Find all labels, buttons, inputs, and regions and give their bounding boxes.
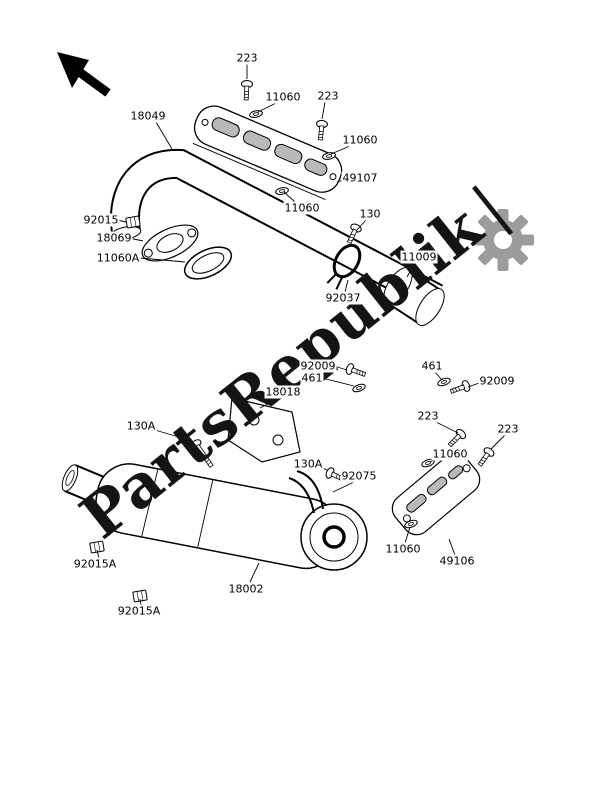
part-number-label: 92037 (324, 291, 362, 305)
part-number-label: 11060 (431, 447, 469, 461)
part-muffler-body-18002 (61, 463, 368, 571)
part-number-label: 92015A (72, 557, 118, 571)
part-number-label: 11060 (384, 542, 422, 556)
gear-icon (472, 209, 534, 271)
part-number-label: 92075 (340, 469, 378, 483)
part-number-label: 11060A (95, 251, 141, 265)
part-heat-shield-49107 (192, 105, 343, 200)
part-number-label: 130 (358, 207, 382, 221)
part-number-label: 11009 (400, 250, 438, 264)
part-number-label: 11060 (341, 133, 379, 147)
part-number-label: 223 (416, 409, 440, 423)
part-connector-sleeve-11009 (383, 267, 445, 326)
part-number-label: 461 (300, 371, 324, 385)
part-side-cover-49106 (391, 452, 481, 536)
part-number-label: 223 (496, 422, 520, 436)
part-number-label: 11060 (283, 201, 321, 215)
part-number-label: 461 (420, 359, 444, 373)
part-number-label: 223 (316, 89, 340, 103)
part-clamp-92037 (326, 243, 362, 290)
part-number-label: 92009 (299, 359, 337, 373)
part-strap-92075 (288, 470, 324, 514)
part-number-label: 92009 (478, 374, 516, 388)
part-number-label: 49107 (341, 171, 379, 185)
part-number-label: 18049 (129, 109, 167, 123)
part-number-label: 18018 (264, 385, 302, 399)
part-number-label: 130A (292, 457, 324, 471)
part-number-label: 223 (235, 51, 259, 65)
part-number-label: 18069 (95, 231, 133, 245)
part-flange-gasket-18069 (141, 224, 199, 262)
part-number-label: 49106 (438, 554, 476, 568)
part-number-label: 92015A (116, 604, 162, 618)
part-exhaust-ring-11060A (183, 246, 233, 280)
part-number-label: 18002 (227, 582, 265, 596)
part-number-label: 130A (125, 419, 157, 433)
orientation-arrow-icon (57, 52, 111, 97)
part-number-label: 92015 (82, 213, 120, 227)
part-bracket-18018 (227, 397, 301, 463)
part-number-label: 11060 (264, 90, 302, 104)
